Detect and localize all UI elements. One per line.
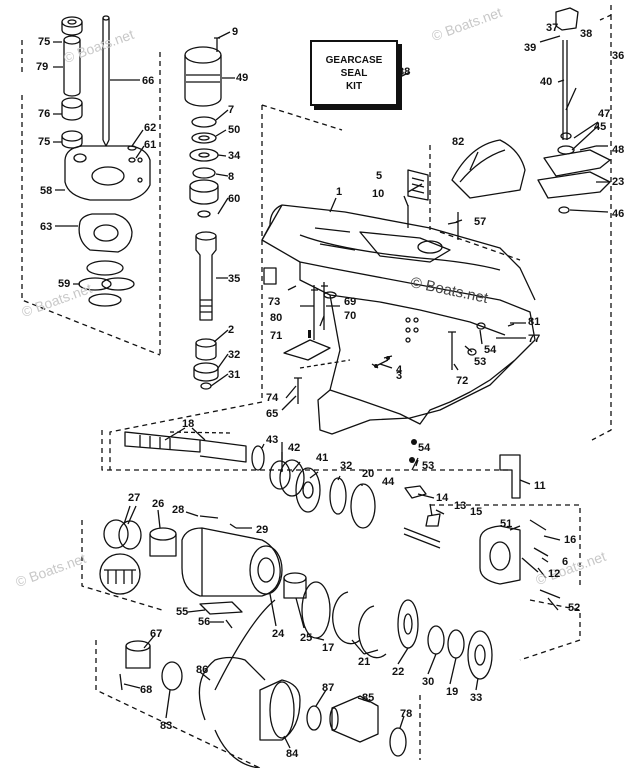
callout-66[interactable]: 66 <box>142 75 155 87</box>
callout-87[interactable]: 87 <box>322 682 335 694</box>
callout-7[interactable]: 7 <box>228 104 235 116</box>
callout-10[interactable]: 10 <box>372 188 385 200</box>
callout-31[interactable]: 31 <box>228 369 241 381</box>
callout-9[interactable]: 9 <box>232 26 239 38</box>
callout-73[interactable]: 73 <box>268 296 281 308</box>
callout-84[interactable]: 84 <box>286 748 299 760</box>
callout-13[interactable]: 13 <box>454 500 467 512</box>
callout-55[interactable]: 55 <box>176 606 189 618</box>
callout-50[interactable]: 50 <box>228 124 241 136</box>
callout-71[interactable]: 71 <box>270 330 283 342</box>
callout-11[interactable]: 11 <box>534 480 546 492</box>
kit-line-3: KIT <box>345 80 363 92</box>
kit-line-2: SEAL <box>340 67 368 79</box>
callout-43[interactable]: 43 <box>266 434 279 446</box>
callout-67[interactable]: 67 <box>150 628 163 640</box>
callout-27[interactable]: 27 <box>128 492 141 504</box>
callout-15[interactable]: 15 <box>470 506 483 518</box>
callout-70[interactable]: 70 <box>344 310 357 322</box>
callout-37[interactable]: 37 <box>546 22 559 34</box>
callout-8[interactable]: 8 <box>228 171 235 183</box>
callout-38[interactable]: 38 <box>580 28 593 40</box>
callout-72[interactable]: 72 <box>456 375 469 387</box>
callout-54[interactable]: 54 <box>484 344 497 356</box>
callout-56[interactable]: 56 <box>198 616 211 628</box>
callout-24[interactable]: 24 <box>272 628 285 640</box>
callout-3[interactable]: 3 <box>396 370 403 382</box>
callout-77[interactable]: 77 <box>528 333 541 345</box>
callout-18[interactable]: 18 <box>182 418 195 430</box>
callout-86[interactable]: 86 <box>196 664 209 676</box>
callout-88[interactable]: 88 <box>398 66 411 78</box>
callout-6[interactable]: 6 <box>562 556 569 568</box>
callout-2[interactable]: 2 <box>228 324 235 336</box>
callout-16[interactable]: 16 <box>564 534 577 546</box>
callout-81[interactable]: 81 <box>528 316 541 328</box>
callout-51[interactable]: 51 <box>500 518 513 530</box>
callout-68[interactable]: 68 <box>140 684 153 696</box>
gearcase-seal-kit-box[interactable]: GEARCASE SEAL KIT <box>310 40 398 106</box>
callout-46[interactable]: 46 <box>612 208 625 220</box>
callout-78[interactable]: 78 <box>400 708 413 720</box>
callout-23[interactable]: 23 <box>612 176 625 188</box>
callout-65[interactable]: 65 <box>266 408 279 420</box>
callout-75[interactable]: 75 <box>38 136 51 148</box>
callout-75[interactable]: 75 <box>38 36 51 48</box>
callout-59[interactable]: 59 <box>58 278 71 290</box>
callout-45[interactable]: 45 <box>594 121 607 133</box>
callout-63[interactable]: 63 <box>40 221 53 233</box>
callout-53[interactable]: 53 <box>474 356 487 368</box>
callout-57[interactable]: 57 <box>474 216 487 228</box>
callout-48[interactable]: 48 <box>612 144 625 156</box>
callout-39[interactable]: 39 <box>524 42 537 54</box>
callout-35[interactable]: 35 <box>228 273 241 285</box>
callout-54[interactable]: 54 <box>418 442 431 454</box>
callout-36[interactable]: 36 <box>612 50 625 62</box>
callout-4[interactable]: 4 <box>396 364 403 376</box>
callout-1[interactable]: 1 <box>336 186 343 198</box>
kit-line-1: GEARCASE <box>325 54 383 66</box>
callout-32[interactable]: 32 <box>340 460 353 472</box>
callout-34[interactable]: 34 <box>228 150 241 162</box>
callout-61[interactable]: 61 <box>144 139 157 151</box>
callout-17[interactable]: 17 <box>322 642 335 654</box>
callout-82[interactable]: 82 <box>452 136 465 148</box>
callout-83[interactable]: 83 <box>160 720 173 732</box>
callout-74[interactable]: 74 <box>266 392 279 404</box>
callout-52[interactable]: 52 <box>568 602 581 614</box>
callout-76[interactable]: 76 <box>38 108 51 120</box>
callout-22[interactable]: 22 <box>392 666 405 678</box>
callout-21[interactable]: 21 <box>358 656 371 668</box>
callout-80[interactable]: 80 <box>270 312 283 324</box>
callout-69[interactable]: 69 <box>344 296 357 308</box>
callout-53[interactable]: 53 <box>422 460 435 472</box>
callout-28[interactable]: 28 <box>172 504 185 516</box>
callout-32[interactable]: 32 <box>228 349 241 361</box>
callout-41[interactable]: 41 <box>316 452 329 464</box>
callout-79[interactable]: 79 <box>36 61 49 73</box>
callout-25[interactable]: 25 <box>300 632 313 644</box>
callout-60[interactable]: 60 <box>228 193 241 205</box>
callout-12[interactable]: 12 <box>548 568 561 580</box>
callout-29[interactable]: 29 <box>256 524 269 536</box>
callout-42[interactable]: 42 <box>288 442 301 454</box>
callout-58[interactable]: 58 <box>40 185 53 197</box>
callout-49[interactable]: 49 <box>236 72 249 84</box>
callout-30[interactable]: 30 <box>422 676 435 688</box>
callout-44[interactable]: 44 <box>382 476 395 488</box>
callout-62[interactable]: 62 <box>144 122 157 134</box>
callout-85[interactable]: 85 <box>362 692 375 704</box>
callout-19[interactable]: 19 <box>446 686 459 698</box>
callout-47[interactable]: 47 <box>598 108 611 120</box>
callout-14[interactable]: 14 <box>436 492 449 504</box>
callout-20[interactable]: 20 <box>362 468 375 480</box>
callout-26[interactable]: 26 <box>152 498 165 510</box>
callout-5[interactable]: 5 <box>376 170 383 182</box>
callout-33[interactable]: 33 <box>470 692 483 704</box>
callout-40[interactable]: 40 <box>540 76 553 88</box>
